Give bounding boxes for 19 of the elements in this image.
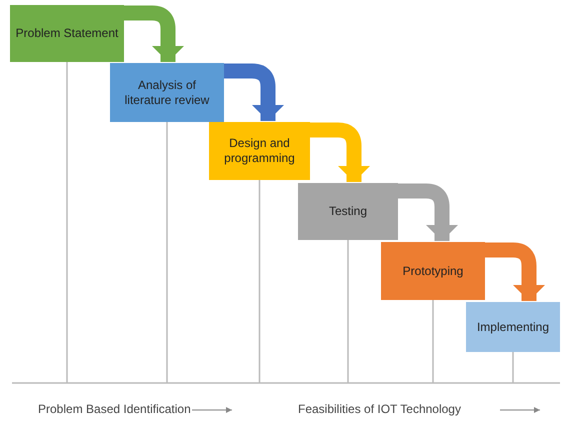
curved-arrow bbox=[483, 242, 545, 301]
process-box bbox=[381, 242, 485, 300]
curved-arrow bbox=[396, 184, 458, 241]
process-box bbox=[209, 122, 310, 180]
curved-arrow bbox=[308, 122, 370, 182]
phase-label: Feasibilities of IOT Technology bbox=[298, 402, 461, 416]
process-box bbox=[10, 5, 124, 62]
step-label: Testing bbox=[328, 204, 368, 219]
step-label: Prototyping bbox=[402, 264, 464, 278]
phase-label: Problem Based Identification bbox=[38, 402, 191, 416]
curved-arrow bbox=[222, 64, 284, 121]
step-label: Implementing bbox=[476, 320, 550, 334]
process-box bbox=[298, 183, 398, 240]
process-box bbox=[466, 302, 560, 352]
step-label: Problem Statement bbox=[16, 26, 118, 41]
step-label: Design and programming bbox=[223, 136, 296, 166]
process-box bbox=[110, 63, 224, 122]
step-label: Analysis of literature review bbox=[124, 78, 210, 108]
curved-arrow bbox=[122, 6, 184, 62]
